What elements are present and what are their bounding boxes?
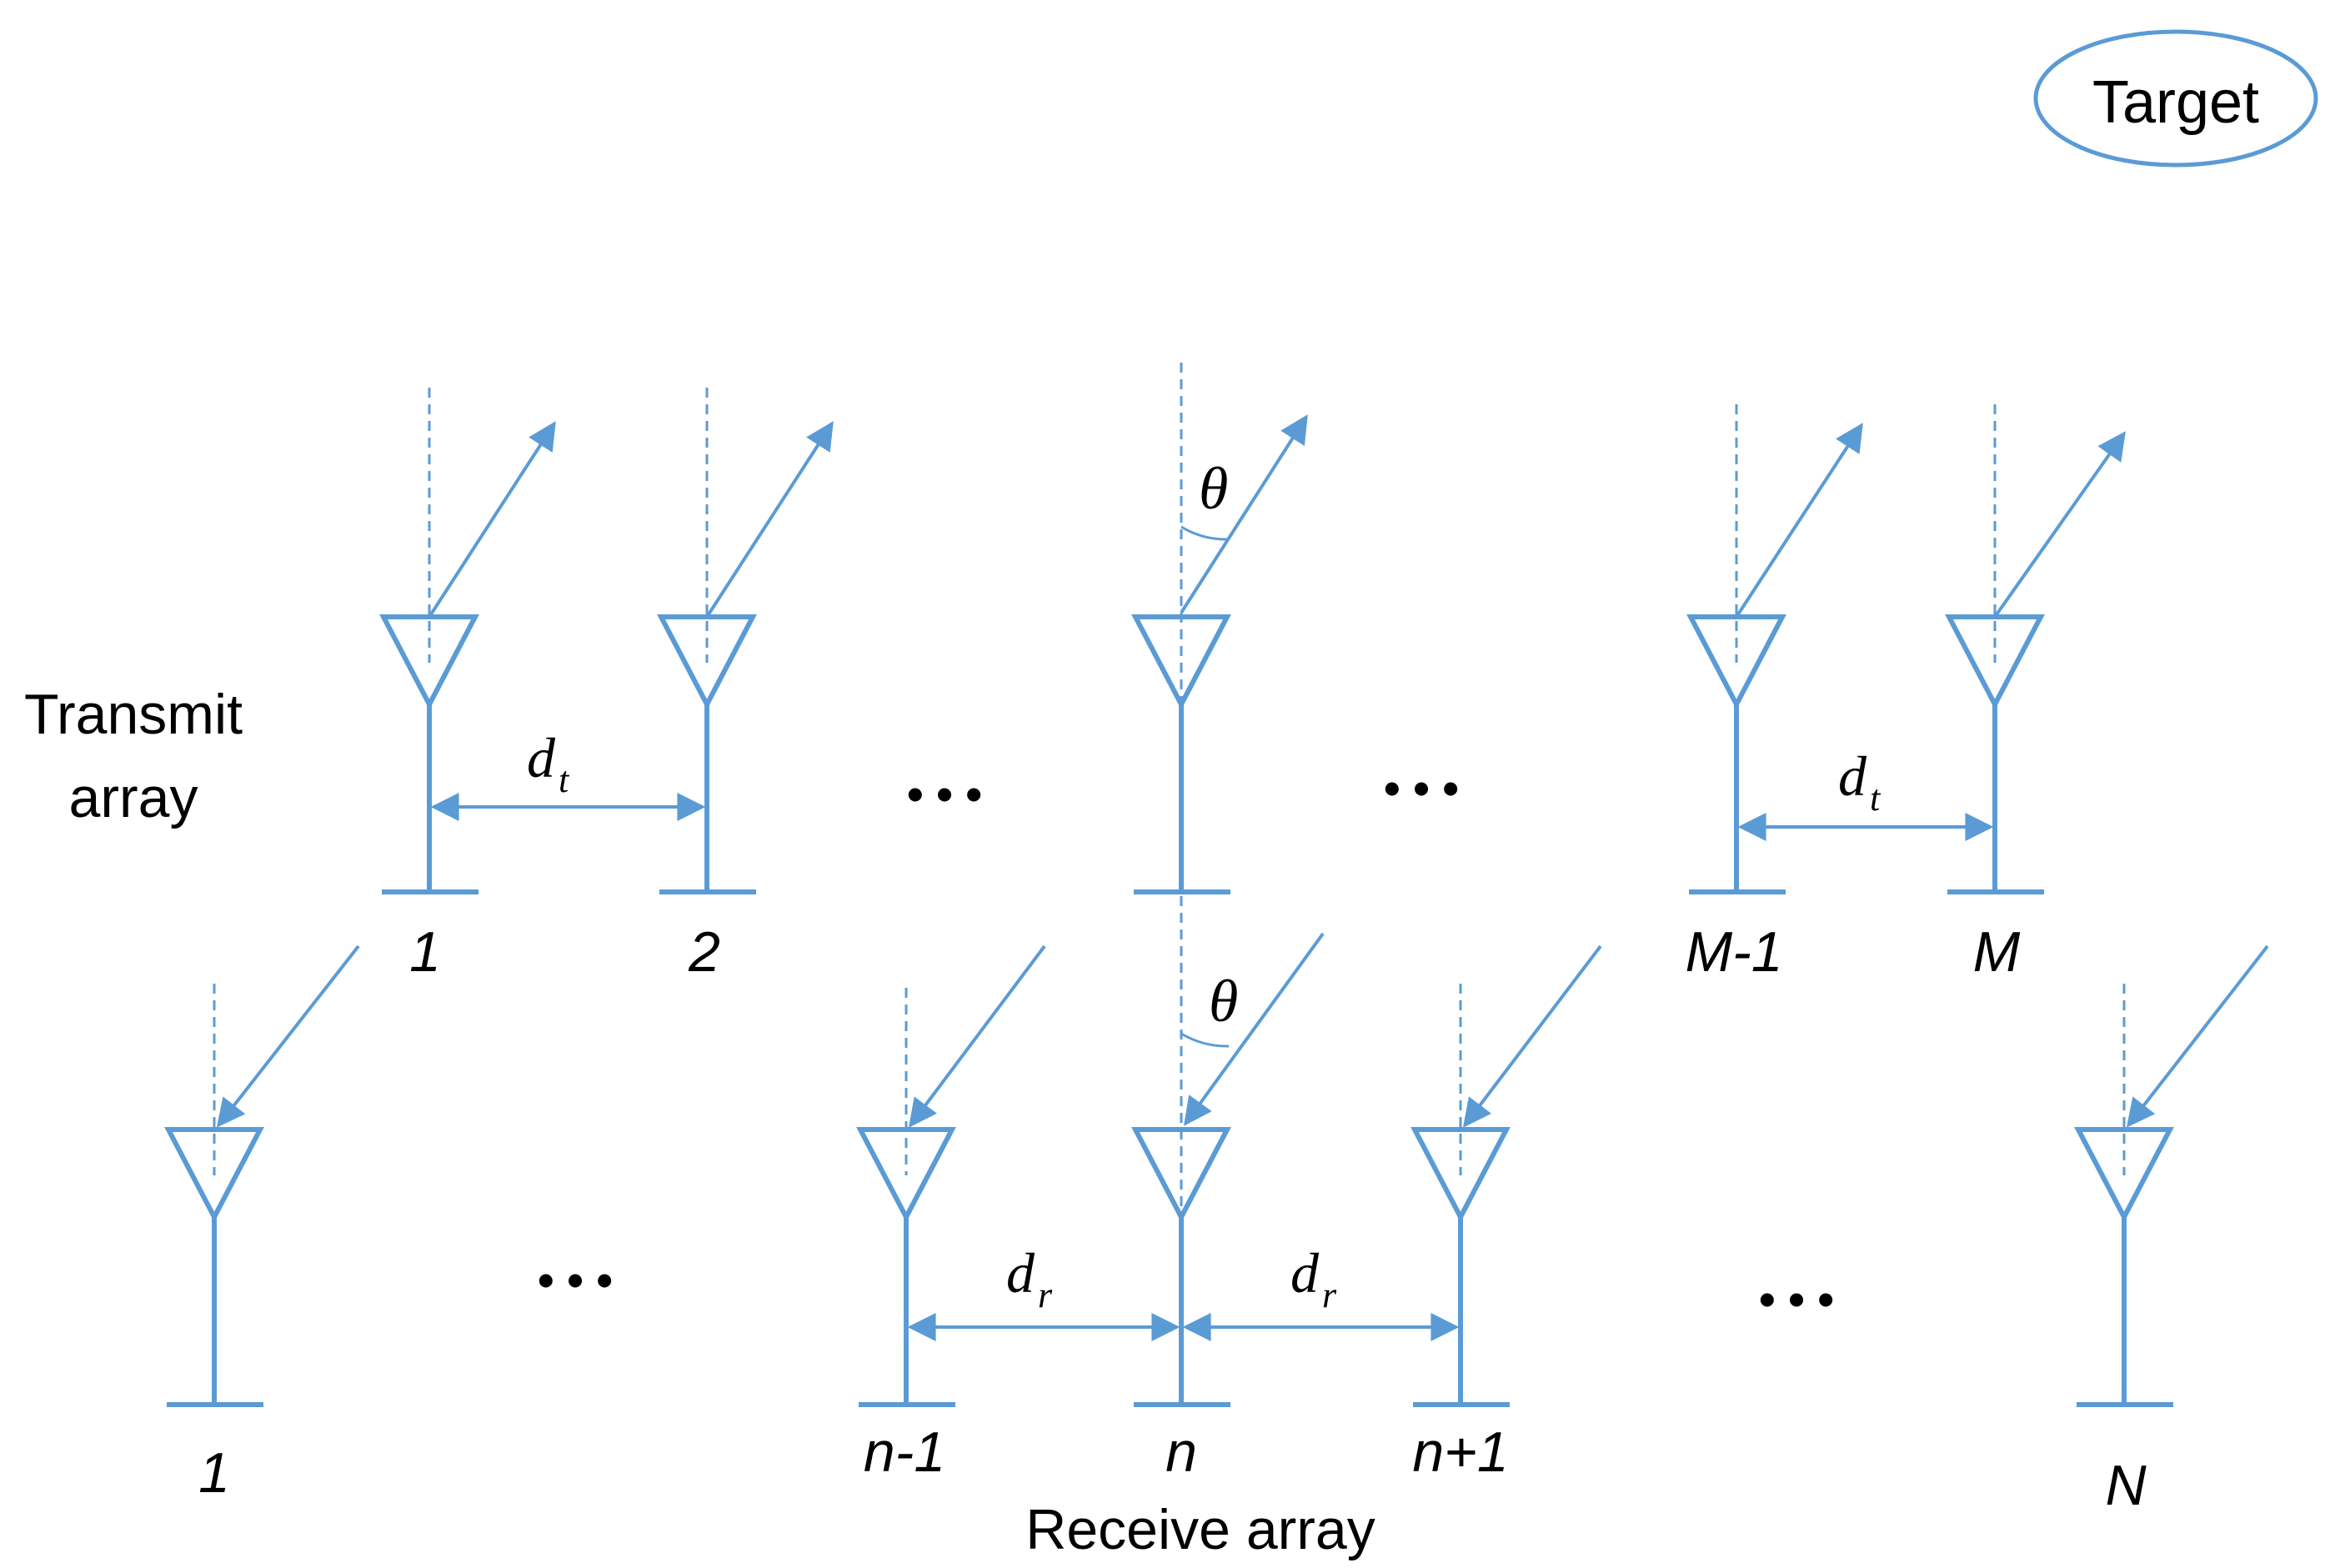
rx-theta-label: θ (1209, 968, 1238, 1034)
tx-antenna-2 (657, 388, 834, 894)
tx-spacing-label-right: dt (1838, 744, 1882, 819)
rx-antenna-n (1131, 932, 1325, 1407)
tx-element-label-m: M (1973, 920, 2021, 984)
rx-antenna-N (2074, 944, 2269, 1407)
tx-element-label-2: 2 (688, 920, 720, 984)
tx-antenna-center (1131, 363, 1308, 1367)
rx-element-label-n-1: n-1 (864, 1420, 945, 1484)
rx-antenna-n+1 (1411, 944, 1602, 1407)
transmit-label-line1: Transmit (24, 683, 243, 746)
rx-element-label-n: n (1165, 1420, 1197, 1484)
tx-element-label-1: 1 (409, 920, 441, 984)
tx-antenna-m (1945, 404, 2126, 894)
target-node: Target (2033, 29, 2318, 168)
transmit-array-label: Transmit array (24, 683, 243, 829)
target-label: Target (2092, 69, 2259, 136)
rx-ellipsis-2: • • • (1759, 1273, 1834, 1325)
rx-spacing-label-left: dr (1006, 1241, 1053, 1315)
rx-element-label-1: 1 (198, 1441, 230, 1505)
tx-antenna-1 (379, 388, 556, 894)
rx-antenna-n-1 (856, 944, 1046, 1407)
rx-element-label-n+1: n+1 (1412, 1420, 1508, 1484)
tx-spacing-label-left: dt (527, 726, 570, 800)
rx-spacing-label-right: dr (1290, 1241, 1337, 1315)
tx-theta-label: θ (1199, 455, 1228, 522)
tx-element-label-m-1: M-1 (1685, 920, 1782, 984)
rx-antenna-1 (164, 944, 360, 1407)
tx-antenna-m-1 (1686, 404, 1863, 894)
rx-element-label-N: N (2105, 1454, 2147, 1517)
transmit-label-line2: array (69, 766, 198, 829)
receive-array-label: Receive array (1025, 1498, 1375, 1561)
rx-ellipsis-1: • • • (538, 1254, 613, 1306)
tx-ellipsis-1: • • • (907, 768, 982, 820)
tx-ellipsis-2: • • • (1384, 762, 1459, 814)
